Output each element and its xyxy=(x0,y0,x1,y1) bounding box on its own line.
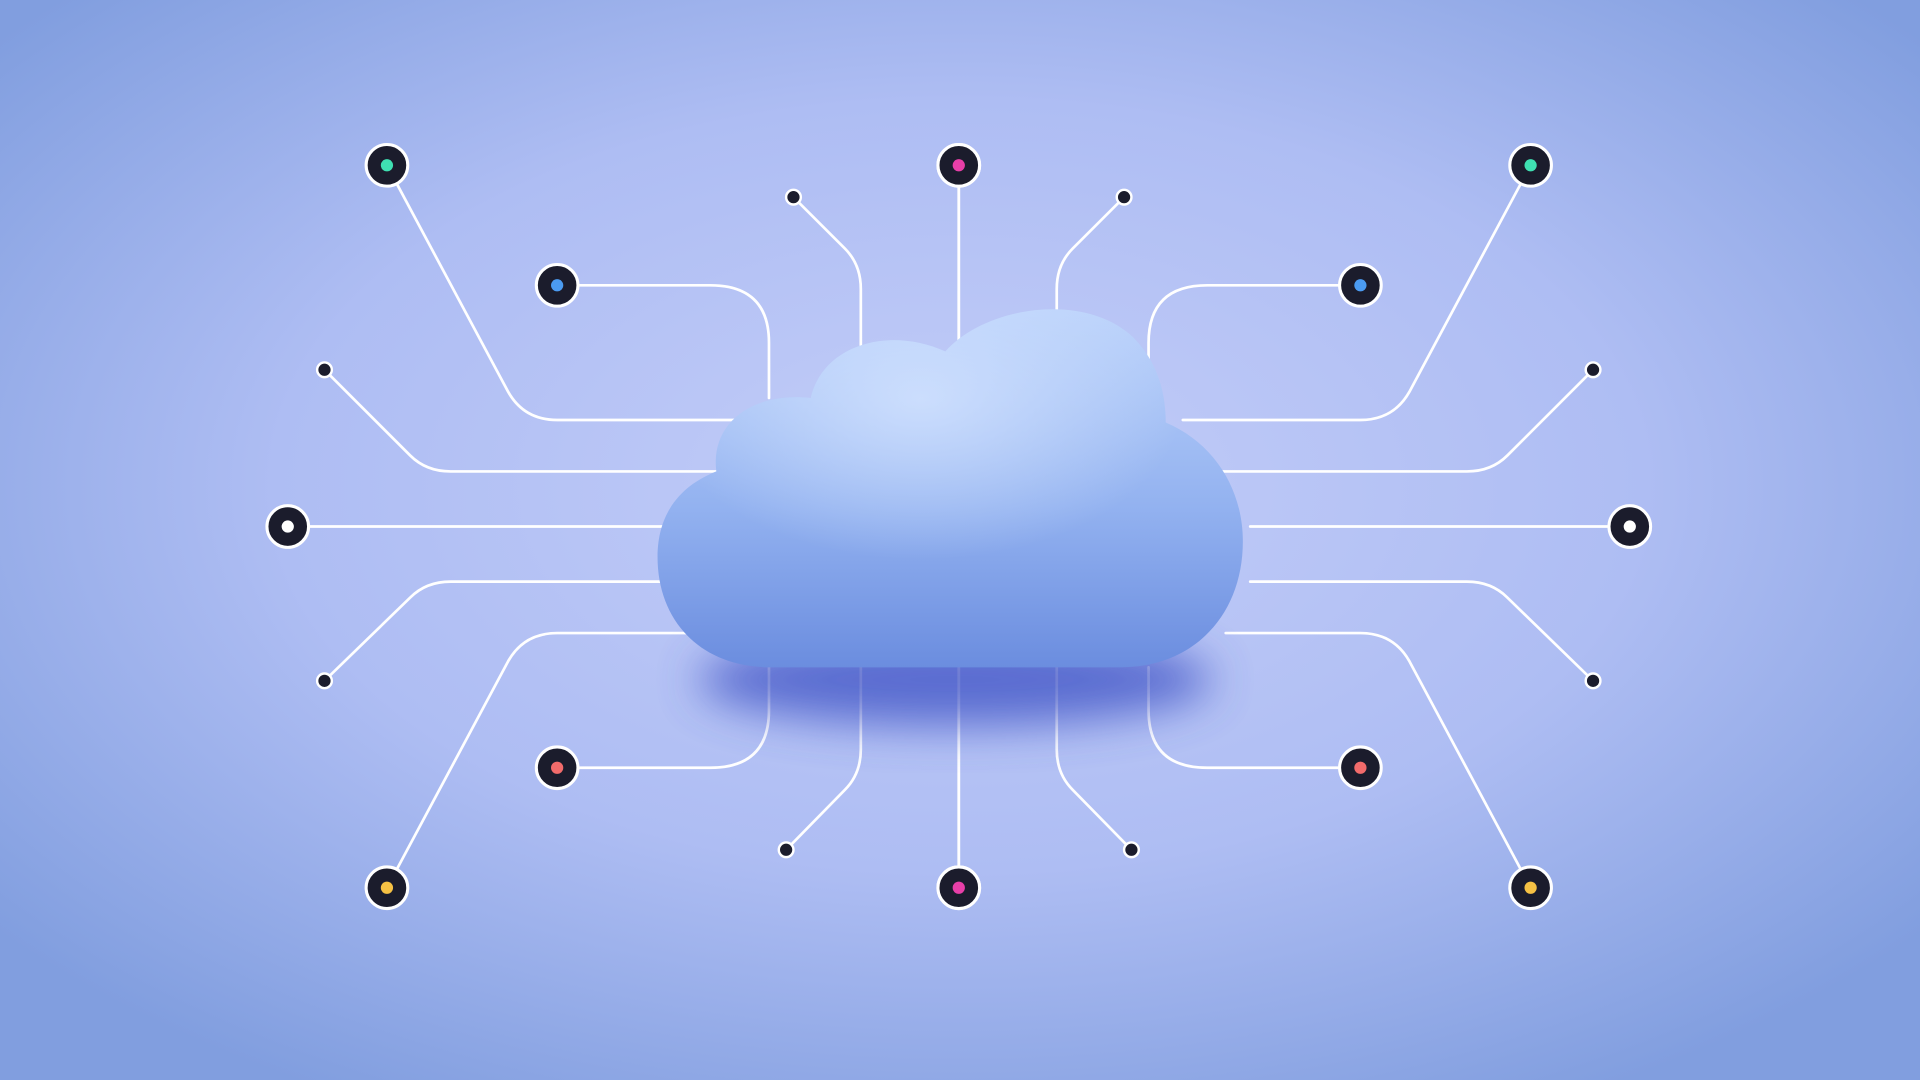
wire xyxy=(323,368,724,473)
wire xyxy=(784,666,863,852)
wire xyxy=(792,195,863,347)
network-node-icon xyxy=(534,745,580,791)
network-node-icon xyxy=(265,504,311,549)
small-node-icon xyxy=(784,188,803,206)
network-node-icon xyxy=(534,262,580,308)
network-node-icon xyxy=(364,142,410,188)
small-node-icon xyxy=(777,841,795,859)
network-node-icon xyxy=(364,865,410,911)
wire xyxy=(385,163,737,422)
wire xyxy=(385,631,694,890)
small-node-icon xyxy=(315,672,334,690)
wire xyxy=(555,666,771,770)
wire xyxy=(323,580,669,683)
wire xyxy=(555,283,771,400)
small-node-icon xyxy=(315,361,334,379)
cloud-icon xyxy=(657,309,1243,668)
